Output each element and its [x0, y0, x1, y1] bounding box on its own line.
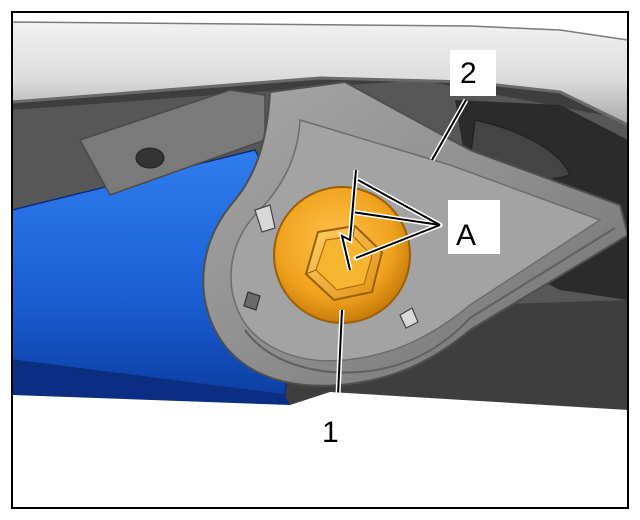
bracket-flange-line — [244, 227, 616, 374]
leader-line-2 — [431, 99, 467, 161]
callout-box-2 — [450, 50, 496, 96]
callout-box-a — [448, 200, 500, 254]
mounting-plate — [78, 89, 266, 196]
alignment-mark-core — [340, 169, 357, 271]
leader-lines-a-core — [351, 179, 441, 259]
leader-line-1 — [337, 309, 343, 396]
control-arm-lower-face — [12, 360, 290, 405]
callout-label-a: A — [456, 219, 476, 252]
plate-hole — [135, 147, 165, 169]
callout-label-1: 1 — [322, 416, 339, 449]
hex-edge-2 — [305, 269, 317, 275]
figure-border — [11, 11, 629, 509]
hex-edge-1 — [352, 225, 356, 237]
cam-tab-right — [399, 307, 419, 329]
callout-label-2: 2 — [460, 57, 477, 90]
ground-area — [12, 392, 628, 508]
cam-tab-upper — [254, 204, 276, 233]
cam-tab-lower — [243, 291, 261, 311]
